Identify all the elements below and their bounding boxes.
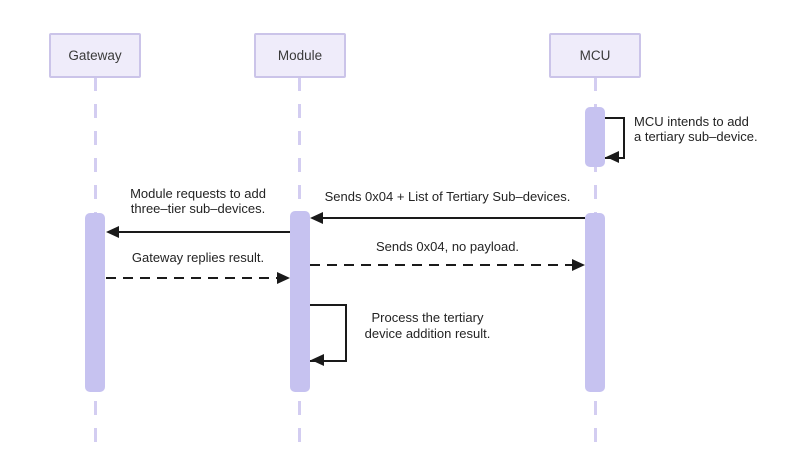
message-label-module-to-gateway: Module requests to add three–tier sub–de…: [130, 186, 266, 216]
actor-label-mcu: MCU: [579, 48, 611, 63]
activation-mcu-second: [585, 213, 605, 392]
message-label-mcu-to-module: Sends 0x04 + List of Tertiary Sub–device…: [324, 189, 571, 204]
arrowhead-module-self-icon: [311, 354, 324, 366]
message-label-module-self: Process the tertiary device addition res…: [364, 310, 491, 341]
arrowhead-mcu-self-icon: [606, 151, 619, 163]
self-loop-module: [310, 304, 347, 362]
arrowhead-gateway-to-module-icon: [277, 272, 290, 284]
actor-box-mcu: MCU: [549, 33, 641, 78]
actor-box-gateway: Gateway: [49, 33, 141, 78]
message-label-mcu-self: MCU intends to add a tertiary sub–device…: [634, 114, 758, 144]
activation-mcu-first: [585, 107, 605, 167]
message-line-mcu-to-module: [321, 217, 585, 219]
message-line-gateway-to-module: [106, 277, 277, 279]
actor-label-gateway: Gateway: [68, 48, 122, 63]
message-line-module-to-gateway: [117, 231, 290, 233]
activation-gateway: [85, 213, 105, 392]
message-label-gateway-to-module: Gateway replies result.: [131, 250, 265, 265]
actor-box-module: Module: [254, 33, 346, 78]
arrowhead-module-to-mcu-icon: [572, 259, 585, 271]
arrowhead-mcu-to-module-icon: [310, 212, 323, 224]
arrowhead-module-to-gateway-icon: [106, 226, 119, 238]
message-label-module-to-mcu: Sends 0x04, no payload.: [375, 239, 520, 254]
activation-module: [290, 211, 310, 392]
actor-label-module: Module: [277, 48, 323, 63]
message-line-module-to-mcu: [310, 264, 572, 266]
